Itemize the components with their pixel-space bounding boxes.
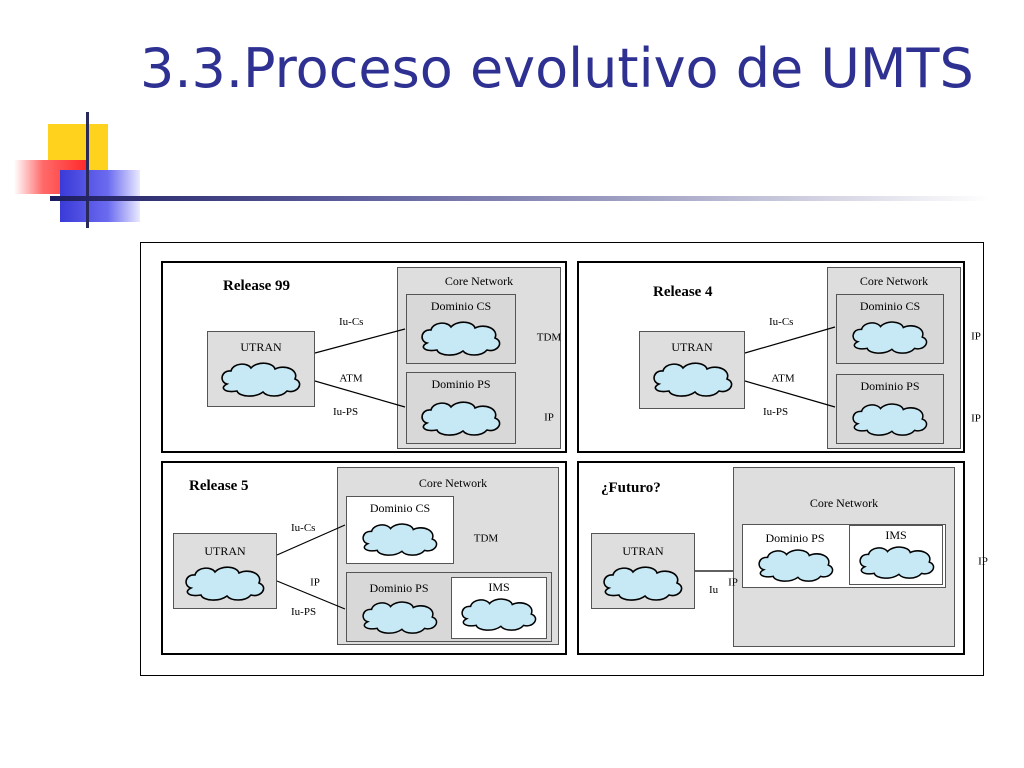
- core-network-box: Core Network Dominio CS IP Dominio PS IP: [827, 267, 981, 449]
- utran-box: UTRAN ATM: [639, 331, 795, 409]
- connection-lines: [744, 326, 836, 408]
- utran-label: UTRAN: [671, 340, 713, 354]
- core-network-box: Core Network Dominio PS IP IMS IP: [733, 467, 988, 647]
- ps-domain-label: Dominio PS: [765, 531, 825, 545]
- iu-cs-label: Iu-Cs: [769, 316, 794, 328]
- iu-ps-label: Iu-PS: [291, 606, 317, 618]
- cloud-label: TDM: [473, 532, 499, 545]
- utran-label: UTRAN: [622, 544, 664, 558]
- iu-cs-label: Iu-Cs: [339, 316, 364, 328]
- cloud-icon: IP: [417, 399, 554, 437]
- connection-lines: [276, 524, 346, 610]
- cloud-label: IP: [310, 576, 320, 589]
- decor-vertical-line: [86, 112, 89, 228]
- release-label: Release 5: [189, 478, 249, 494]
- ims-box: IMS IP: [451, 577, 590, 639]
- cloud-icon: IP: [180, 564, 320, 602]
- cloud-icon: IP: [854, 544, 988, 580]
- ims-box: IMS IP: [849, 525, 988, 585]
- slide-title: 3.3.Proceso evolutivo de UMTS: [140, 37, 974, 100]
- cloud-label: ATM: [339, 372, 363, 385]
- ps-domain-label: Dominio PS: [860, 379, 920, 393]
- ps-domain-box: Dominio PS IP: [406, 372, 554, 444]
- umts-evolution-figure: Release 99 Core Network Dominio CS TDM D…: [140, 242, 988, 676]
- cloud-label: IP: [728, 576, 738, 589]
- panel-release-5: Release 5 Core Network Dominio CS TDM Do…: [161, 461, 590, 655]
- cloud-label: ATM: [771, 372, 795, 385]
- connection-lines: [695, 570, 733, 572]
- cs-domain-label: Dominio CS: [369, 501, 431, 515]
- ims-label: IMS: [885, 528, 907, 542]
- cloud-label: TDM: [536, 331, 562, 344]
- core-network-label: Core Network: [859, 274, 929, 288]
- utran-label: UTRAN: [204, 544, 246, 558]
- cs-domain-box: Dominio CS TDM: [406, 294, 561, 364]
- release-label: ¿Futuro?: [601, 480, 661, 496]
- utran-box: UTRAN IP: [591, 533, 738, 609]
- cloud-icon: TDM: [357, 521, 498, 557]
- release-label: Release 4: [653, 284, 713, 300]
- decor-title-underline: [50, 196, 990, 201]
- iu-ps-label: Iu-PS: [763, 406, 789, 418]
- panel-release-4: Release 4 Core Network Dominio CS IP Dom…: [577, 261, 981, 453]
- ps-domain-box: Dominio PS IP IMS IP: [346, 572, 590, 642]
- panel-release-99: Release 99 Core Network Dominio CS TDM D…: [161, 261, 567, 453]
- iu-label: Iu: [709, 584, 719, 596]
- core-network-box: Core Network Dominio CS TDM Dominio PS I…: [337, 467, 590, 645]
- cloud-icon: IP: [598, 564, 738, 602]
- cs-domain-box: Dominio CS TDM: [346, 496, 498, 564]
- release-label: Release 99: [223, 278, 291, 294]
- cloud-icon: ATM: [648, 360, 795, 398]
- cloud-label: IP: [971, 412, 981, 425]
- utran-label: UTRAN: [240, 340, 282, 354]
- ps-domain-box: Dominio PS IP IMS IP: [742, 524, 988, 588]
- cs-domain-label: Dominio CS: [859, 299, 921, 313]
- connection-lines: [314, 328, 406, 408]
- cloud-label: IP: [978, 555, 988, 568]
- cs-domain-label: Dominio CS: [430, 299, 492, 313]
- panel-future: ¿Futuro? Core Network Dominio PS IP IMS …: [577, 461, 988, 655]
- core-network-label: Core Network: [809, 496, 879, 510]
- ims-label: IMS: [488, 580, 510, 594]
- ps-domain-label: Dominio PS: [369, 581, 429, 595]
- core-network-box: Core Network Dominio CS TDM Dominio PS I…: [397, 267, 561, 449]
- core-network-label: Core Network: [418, 476, 488, 490]
- ps-domain-box: Dominio PS IP: [836, 374, 981, 444]
- utran-box: UTRAN ATM: [207, 331, 363, 407]
- cloud-icon: TDM: [417, 319, 561, 357]
- ps-domain-label: Dominio PS: [431, 377, 491, 391]
- iu-cs-label: Iu-Cs: [291, 522, 316, 534]
- cs-domain-box: Dominio CS IP: [836, 294, 981, 364]
- core-network-label: Core Network: [444, 274, 514, 288]
- cloud-label: IP: [971, 330, 981, 343]
- cloud-icon: IP: [847, 319, 981, 355]
- iu-ps-label: Iu-PS: [333, 406, 359, 418]
- cloud-icon: ATM: [216, 360, 363, 398]
- cloud-label: IP: [544, 411, 554, 424]
- utran-box: UTRAN IP: [173, 533, 320, 609]
- cloud-icon: IP: [847, 401, 981, 437]
